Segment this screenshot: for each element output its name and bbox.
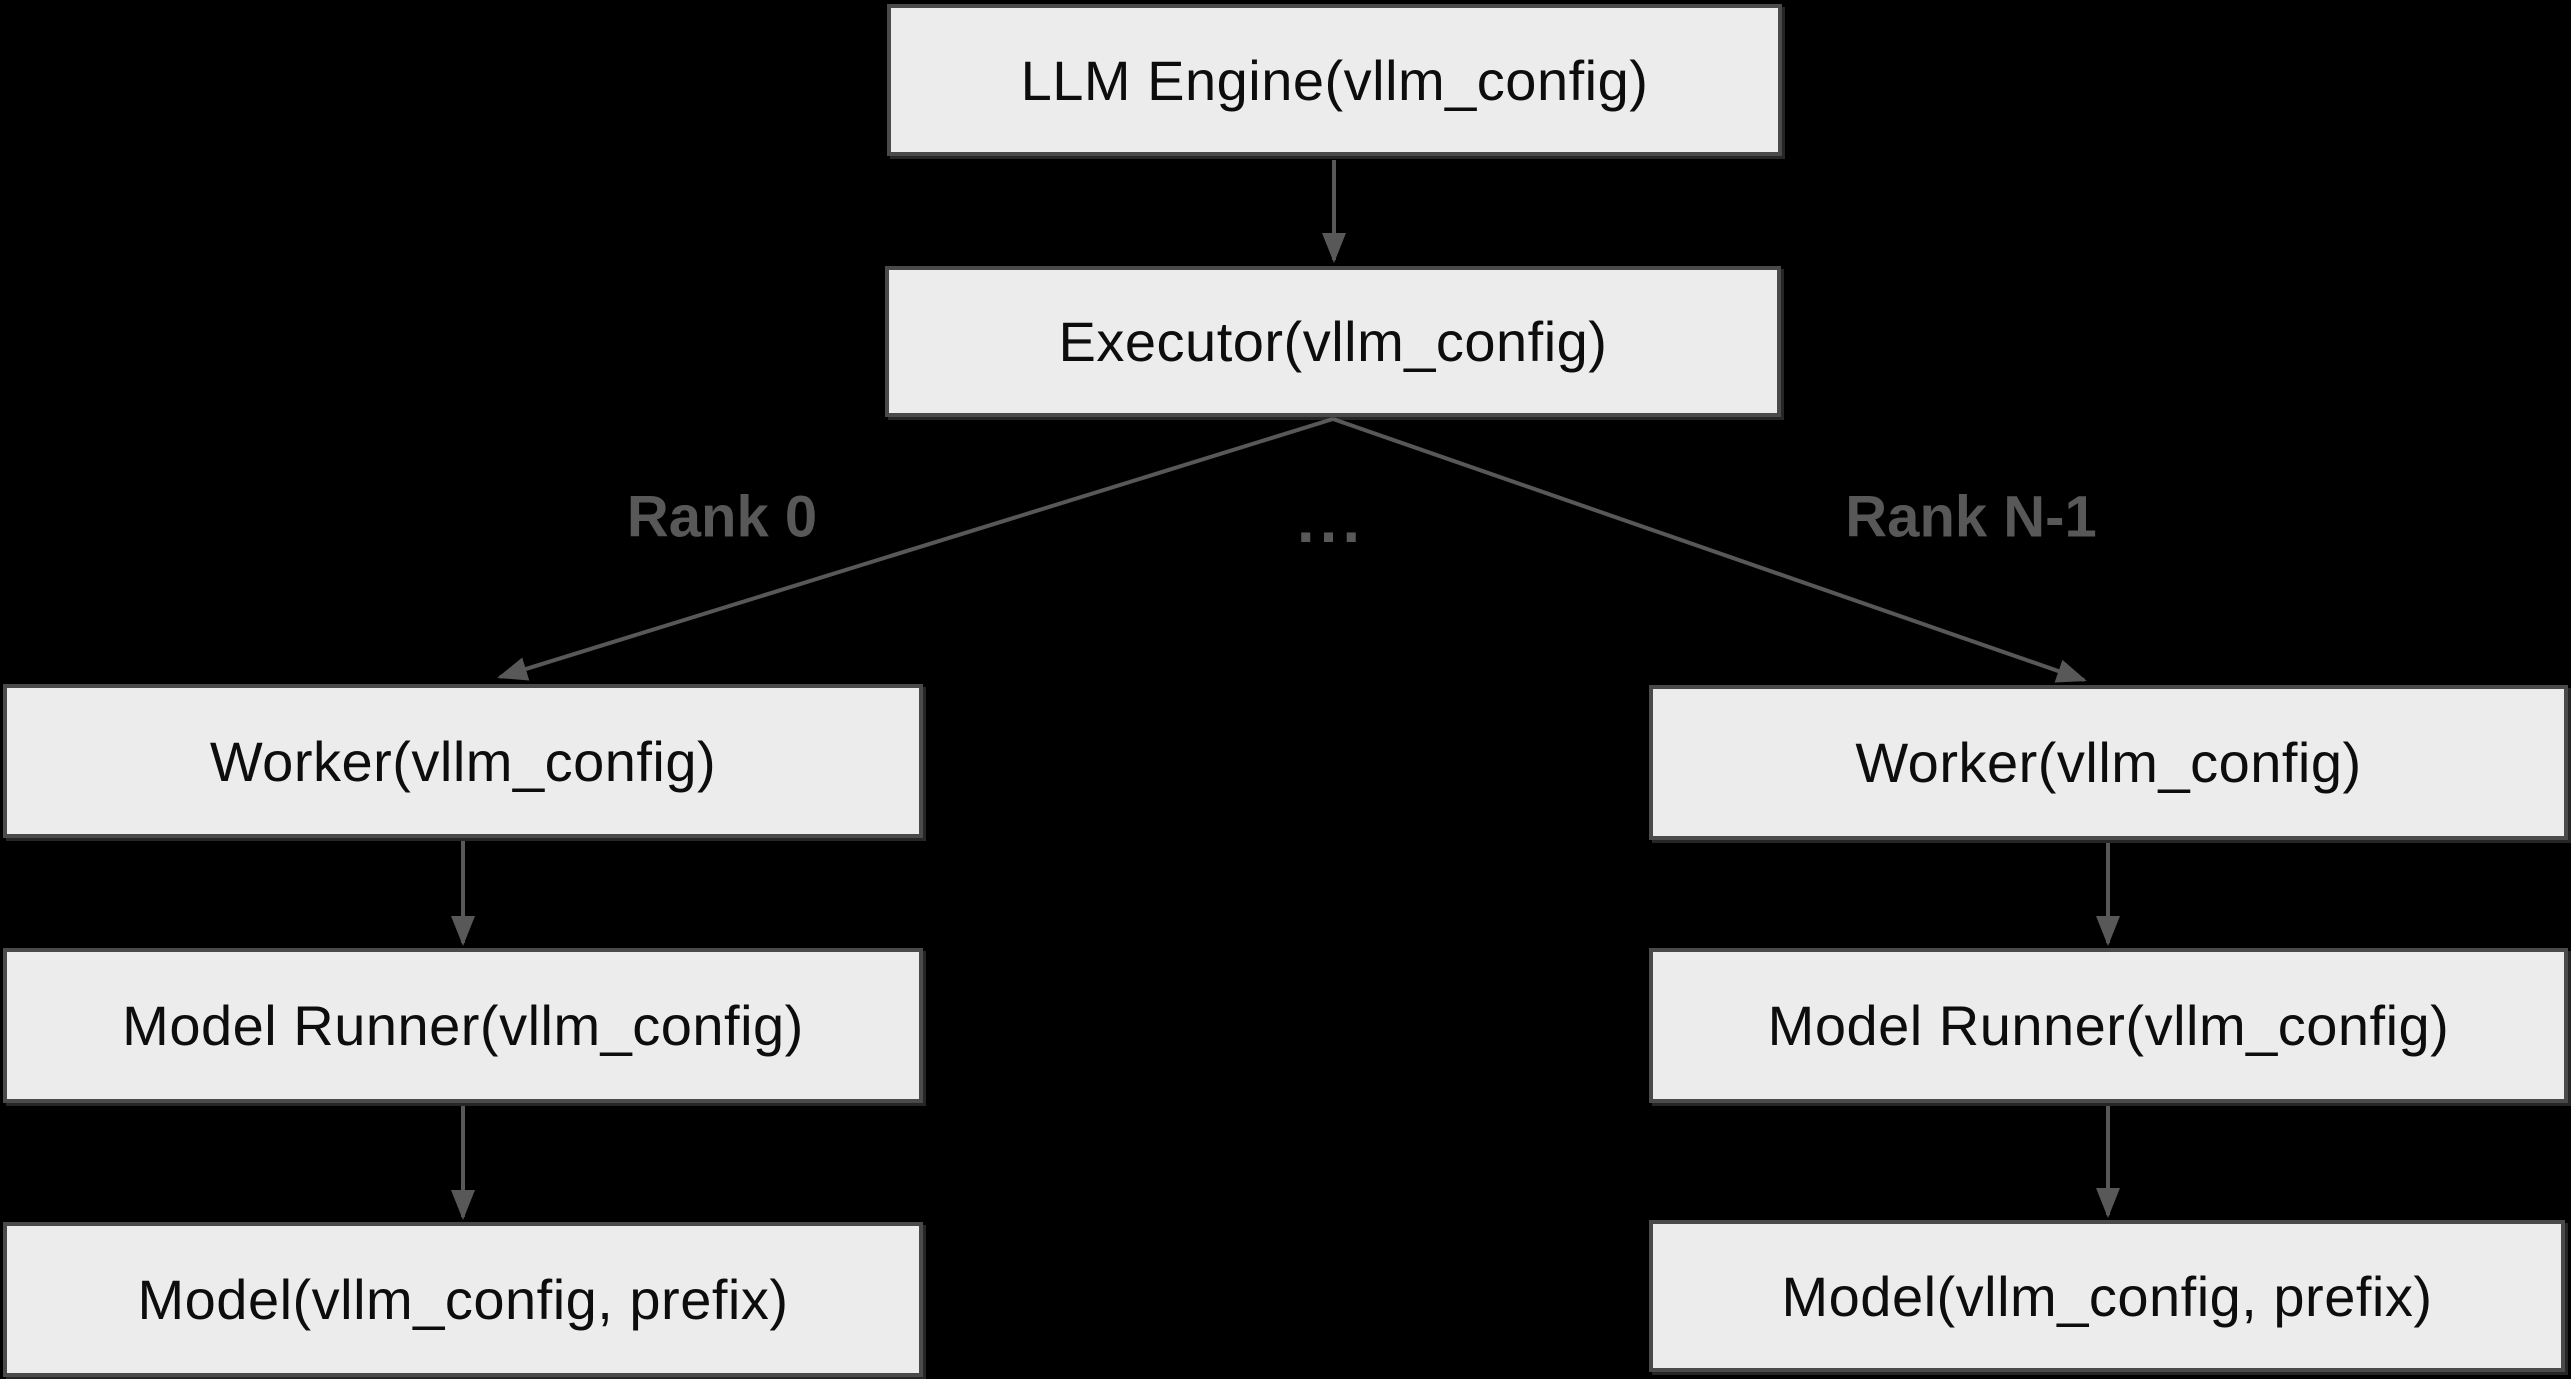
node-llm-engine: LLM Engine(vllm_config) [887, 4, 1782, 156]
node-model-right: Model(vllm_config, prefix) [1649, 1220, 2565, 1372]
edge-label-ellipsis: ... [1296, 484, 1366, 556]
edge-label-rank-0: Rank 0 [626, 484, 818, 550]
node-worker-left: Worker(vllm_config) [3, 684, 923, 838]
edge-executor-to-worker-right [1332, 417, 2087, 683]
node-executor: Executor(vllm_config) [885, 266, 1781, 417]
edge-label-rank-n-1: Rank N-1 [1845, 484, 2097, 550]
node-model-runner-right: Model Runner(vllm_config) [1649, 948, 2568, 1103]
node-model-runner-left: Model Runner(vllm_config) [3, 948, 923, 1103]
edge-executor-to-worker-left [497, 417, 1334, 681]
node-worker-right: Worker(vllm_config) [1649, 685, 2568, 840]
node-model-left: Model(vllm_config, prefix) [3, 1222, 923, 1377]
